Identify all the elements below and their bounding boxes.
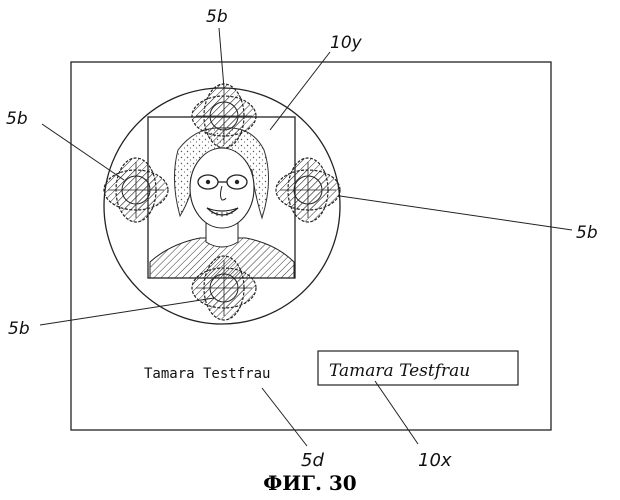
label-10y: 10y — [330, 33, 363, 53]
label-5b-top: 5b — [206, 7, 228, 27]
id-card-border — [71, 62, 551, 430]
leader-lines — [40, 28, 572, 446]
signature: Tamara Testfrau — [329, 361, 470, 381]
label-5b-left: 5b — [6, 109, 28, 129]
label-10x: 10x — [418, 450, 452, 471]
figure-caption: ФИГ. 30 — [263, 471, 356, 495]
label-5d: 5d — [301, 450, 324, 471]
printed-name: Tamara Testfrau — [144, 366, 270, 382]
label-5b-bottom: 5b — [8, 319, 30, 339]
label-5b-right: 5b — [576, 223, 598, 243]
